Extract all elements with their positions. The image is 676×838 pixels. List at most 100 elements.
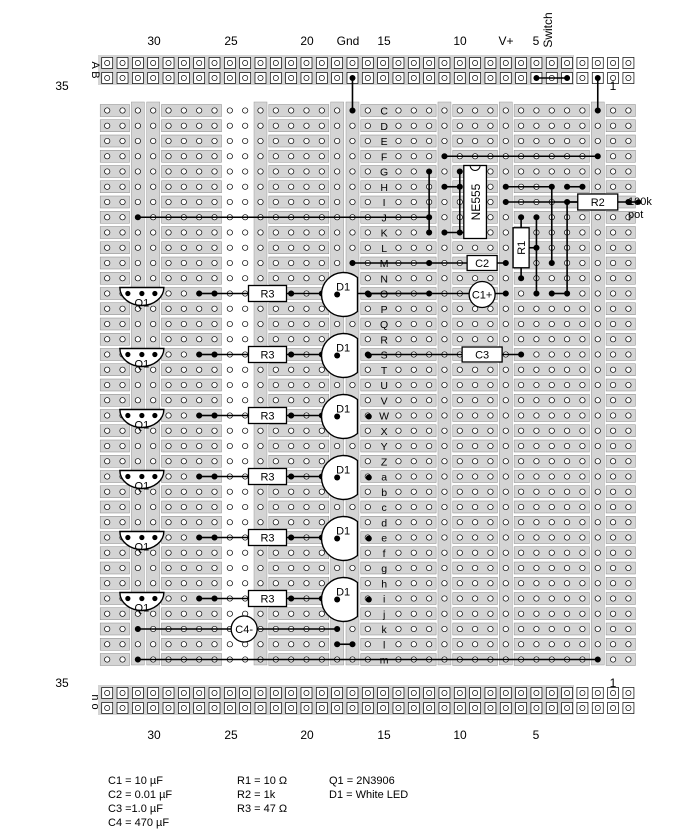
hole (533, 625, 540, 633)
resistor-r1: R1 (512, 227, 530, 269)
hole (579, 534, 586, 541)
hole (196, 198, 203, 206)
rail-hole (257, 705, 264, 711)
hole (180, 580, 187, 587)
hole (610, 458, 617, 465)
hole (180, 519, 187, 526)
hole (242, 549, 249, 556)
rail-hole (625, 705, 632, 711)
hole (487, 580, 494, 587)
rail-hole (426, 705, 433, 711)
hole (579, 275, 586, 282)
hole (226, 641, 233, 648)
hole (395, 137, 402, 145)
hole (579, 458, 586, 465)
hole (426, 442, 433, 450)
hole (165, 641, 172, 648)
hole (441, 336, 448, 343)
hole (426, 427, 433, 434)
hole (395, 198, 402, 206)
rail-hole (364, 75, 371, 81)
hole (257, 427, 264, 434)
hole (180, 534, 187, 541)
hole (456, 503, 463, 511)
hole (349, 564, 356, 572)
hole (257, 229, 264, 236)
hole (104, 259, 111, 267)
hole (502, 564, 509, 572)
hole (518, 442, 525, 450)
hole (594, 427, 601, 434)
hole (119, 122, 126, 129)
strip-segment (161, 577, 222, 590)
hole (548, 503, 555, 511)
hole (395, 473, 402, 480)
hole (426, 305, 433, 312)
hole (104, 564, 111, 572)
rail-hole (349, 60, 356, 66)
hole (548, 336, 555, 343)
hole (610, 442, 617, 450)
hole (211, 641, 218, 648)
hole (441, 580, 448, 587)
hole (441, 168, 448, 175)
rail-hole (594, 705, 601, 711)
hole (487, 641, 494, 648)
hole (441, 549, 448, 556)
hole (502, 641, 509, 648)
hole (272, 397, 279, 404)
hole (579, 137, 586, 145)
hole (242, 519, 249, 526)
hole (165, 381, 172, 389)
hole (441, 442, 448, 450)
hole (318, 122, 325, 129)
hole (180, 564, 187, 572)
hole (150, 458, 157, 465)
hole (548, 107, 555, 114)
hole (610, 656, 617, 663)
legend-r3: R3 = 47 Ω (237, 803, 288, 815)
strip-segment (161, 455, 222, 468)
hole (165, 519, 172, 526)
led-lead (365, 535, 372, 542)
resistor-body (247, 589, 288, 608)
row-letter: D (380, 121, 388, 133)
hole (441, 244, 448, 251)
hole (564, 549, 571, 556)
hole (104, 519, 111, 526)
hole (410, 503, 417, 511)
transistor-label: Q1 (135, 481, 150, 493)
row-letter: h (381, 578, 387, 590)
hole (119, 214, 126, 221)
hole (165, 290, 172, 297)
rail-hole (472, 75, 479, 81)
solder-point (334, 626, 340, 632)
hole (150, 549, 157, 556)
hole (196, 244, 203, 251)
hole (610, 305, 617, 312)
hole (180, 244, 187, 251)
hole (594, 259, 601, 267)
hole (518, 366, 525, 373)
rail-hole (349, 705, 356, 711)
hole (134, 137, 141, 145)
hole (441, 473, 448, 480)
hole (165, 137, 172, 145)
legend-c4: C4 = 470 µF (108, 817, 170, 829)
hole (610, 168, 617, 175)
hole (272, 198, 279, 206)
hole (472, 107, 479, 114)
rail-hole (272, 705, 279, 711)
hole (456, 381, 463, 389)
strip-segment (268, 241, 330, 254)
hole (364, 183, 371, 190)
hole (564, 625, 571, 633)
strip-segment (161, 226, 222, 239)
hole (211, 137, 218, 145)
hole (272, 458, 279, 465)
rail-hole (288, 75, 295, 81)
solder-point (594, 107, 601, 114)
hole (487, 488, 494, 495)
hole (134, 122, 141, 129)
hole (257, 488, 264, 495)
